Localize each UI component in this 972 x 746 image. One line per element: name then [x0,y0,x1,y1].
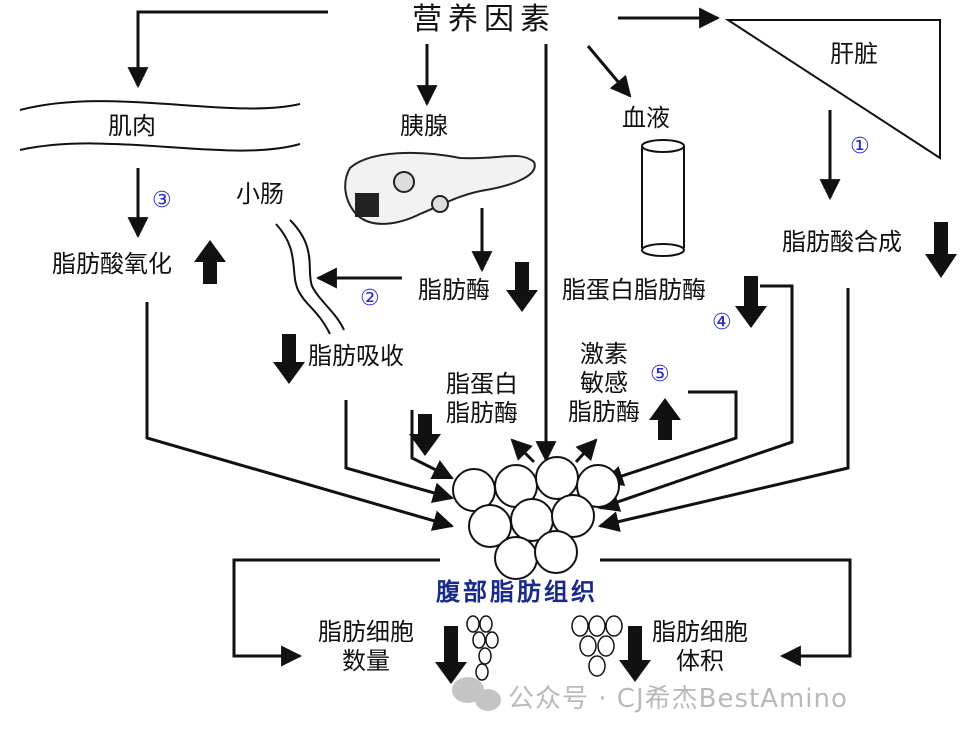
cell-volume-label: 脂肪细胞 体积 [652,618,748,676]
fa-synthesis-label: 脂肪酸合成 [782,228,902,256]
cell-volume-line1: 脂肪细胞 [652,618,748,646]
cell-count-line1: 脂肪细胞 [318,618,414,646]
marker-2: ② [360,286,380,311]
fa-oxidation-label: 脂肪酸氧化 [52,250,172,278]
hsl-line2: 敏感 [580,368,628,397]
down-arrow-cell-volume [619,626,651,682]
adipose-tissue-label: 腹部脂肪组织 [436,578,598,606]
line-lpl-left [410,410,454,480]
down-arrow-synthesis [925,222,957,278]
pancreas-label: 胰腺 [400,112,448,140]
wechat-icon [452,677,501,711]
down-arrow-lipase [506,262,538,312]
liver-triangle-icon [724,19,941,160]
marker-4: ④ [712,310,732,335]
arrow-cluster-to-lpl-tissue [510,438,536,464]
line-oxidation-to-adipose [145,302,455,531]
arrow-to-blood [586,45,632,98]
muscle-shape [19,100,301,111]
arrow-to-cell-count [232,558,440,667]
blood-tube-icon [641,146,685,248]
lpl-tissue-line1: 脂蛋白 [446,370,518,398]
hsl-line3: 脂肪酶 [568,397,640,426]
small-intestine-icon [275,223,331,335]
arrow-to-cell-volume [600,558,852,667]
marker-5: ⑤ [650,362,670,387]
marker-3: ③ [152,188,172,213]
marker-1: ① [850,134,870,159]
pancreas-icon [344,151,536,225]
adipose-cell-cluster [452,456,620,580]
down-arrow-lpl-tissue [409,414,441,456]
fat-absorption-label: 脂肪吸收 [308,342,404,370]
hsl-label: 激素 敏感 脂肪酶 [568,340,640,426]
down-arrow-lpl-blood [735,276,767,328]
cell-count-label: 脂肪细胞 数量 [318,618,414,676]
title: 营养因素 [412,2,556,37]
lpl-tissue-line2: 脂肪酶 [446,398,518,427]
line-synthesis-to-adipose [597,288,850,532]
cell-count-icon [466,615,499,681]
arrow-to-muscle [127,10,328,89]
line-hsl-loop [602,390,738,486]
lpl-blood-label: 脂蛋白脂肪酶 [562,276,706,304]
up-arrow-oxidation [194,240,226,284]
lipase-label: 脂肪酶 [418,276,490,304]
hsl-line1: 激素 [580,340,628,368]
up-arrow-hsl [649,398,681,440]
down-arrow-cell-count [435,626,467,684]
liver-label: 肝脏 [830,40,878,68]
cell-volume-line2: 体积 [676,646,724,675]
watermark-text: 公众号 · CJ希杰BestAmino [508,684,848,714]
arrow-cluster-to-hsl [574,438,598,464]
small-intestine-label: 小肠 [236,180,284,208]
cell-volume-icon [571,615,623,677]
line-absorption-to-adipose [344,400,455,503]
line-lpl-blood-to-adipose [598,284,794,512]
down-arrow-absorption [273,334,305,384]
blood-label: 血液 [622,104,670,132]
lpl-tissue-label: 脂蛋白 脂肪酶 [446,370,518,428]
cell-count-line2: 数量 [342,646,390,675]
muscle-label: 肌肉 [108,112,156,140]
